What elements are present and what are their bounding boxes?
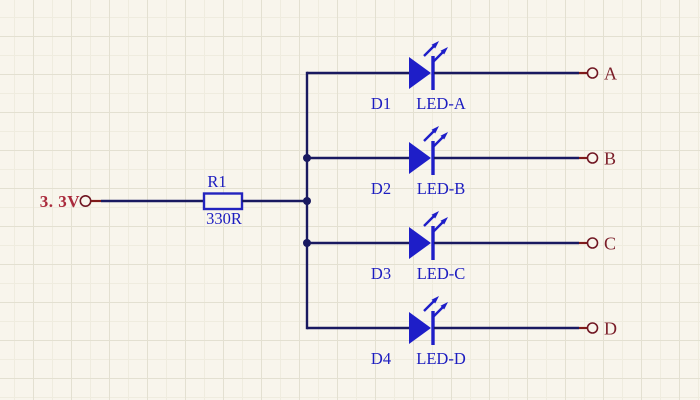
distribution-bus (303, 71, 311, 330)
light-emission-arrows-icon (423, 296, 448, 318)
led-part-name[interactable]: LED-C (417, 264, 466, 283)
port-terminal-circle[interactable] (586, 322, 599, 334)
port-terminal-circle[interactable] (586, 152, 599, 164)
led-part-name[interactable]: LED-D (416, 349, 466, 368)
led-anode-triangle[interactable] (409, 142, 431, 174)
port-label[interactable]: D (604, 319, 617, 339)
resistor-designator[interactable]: R1 (207, 172, 226, 191)
led-part-name[interactable]: LED-A (416, 94, 466, 113)
led-diode-symbol[interactable] (409, 226, 435, 260)
led-anode-triangle[interactable] (409, 57, 431, 89)
light-emission-arrows-icon (423, 41, 448, 63)
led-designator[interactable]: D2 (371, 179, 391, 198)
led-branch-d: D4 LED-D D (307, 296, 617, 368)
power-feed-net: 3. 3V R1 330R (40, 172, 307, 228)
port-terminal-circle[interactable] (586, 237, 599, 249)
led-part-name[interactable]: LED-B (417, 179, 466, 198)
led-anode-triangle[interactable] (409, 312, 431, 344)
port-label[interactable]: A (604, 64, 617, 84)
power-terminal-circle[interactable] (79, 195, 92, 208)
led-designator[interactable]: D1 (371, 94, 391, 113)
led-anode-triangle[interactable] (409, 227, 431, 259)
resistor-value[interactable]: 330R (206, 209, 242, 228)
port-terminal-circle[interactable] (586, 67, 599, 79)
led-diode-symbol[interactable] (409, 56, 435, 90)
led-branch-c: D3 LED-C C (307, 211, 616, 283)
junction-dot (303, 197, 311, 205)
power-net-label[interactable]: 3. 3V (40, 192, 81, 211)
led-diode-symbol[interactable] (409, 311, 435, 345)
light-emission-arrows-icon (423, 126, 448, 148)
led-branch-a: D1 LED-A A (307, 41, 617, 113)
port-label[interactable]: C (604, 234, 616, 254)
light-emission-arrows-icon (423, 211, 448, 233)
port-label[interactable]: B (604, 149, 616, 169)
led-designator[interactable]: D4 (371, 349, 391, 368)
led-diode-symbol[interactable] (409, 141, 435, 175)
resistor-r1[interactable]: R1 330R (202, 172, 244, 228)
led-designator[interactable]: D3 (371, 264, 391, 283)
resistor-body[interactable] (202, 192, 244, 211)
led-branch-b: D2 LED-B B (307, 126, 616, 198)
